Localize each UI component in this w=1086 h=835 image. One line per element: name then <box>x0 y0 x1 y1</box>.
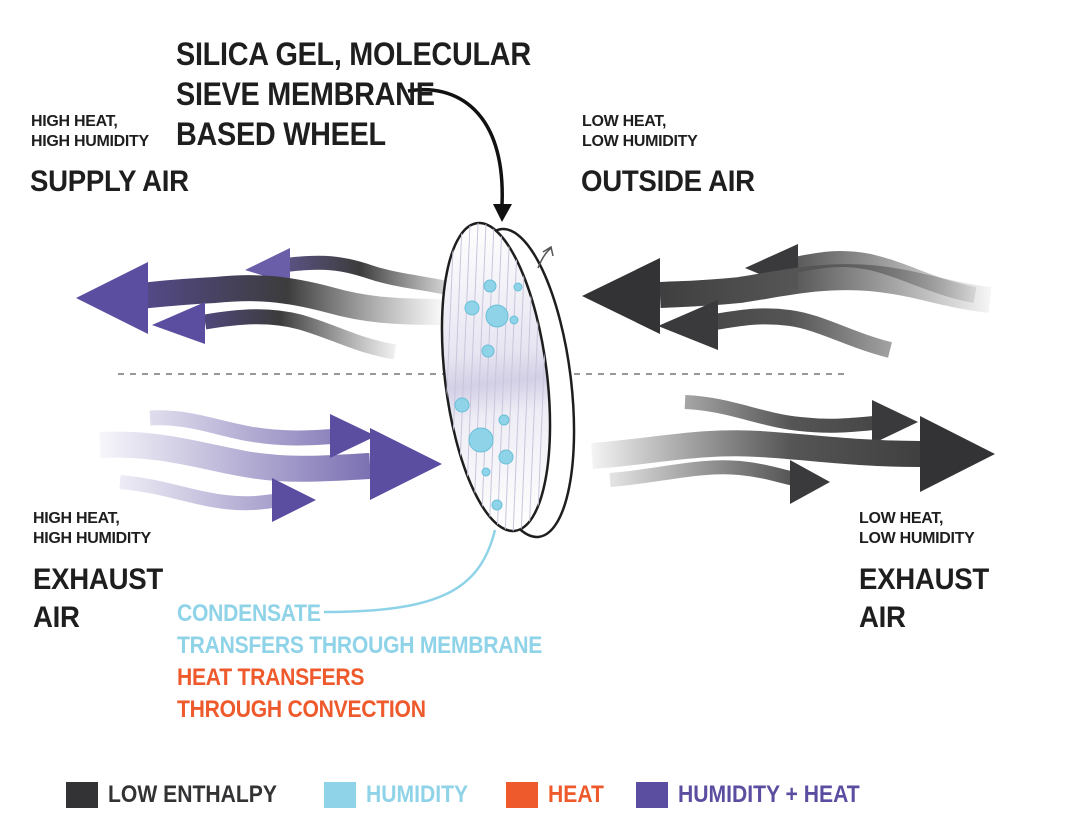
legend: LOW ENTHALPY HUMIDITY HEAT HUMIDITY + HE… <box>66 779 908 811</box>
heat-transfer-text: HEAT TRANSFERS <box>177 664 365 691</box>
exhaust-out-arrow-upper-head <box>872 400 918 444</box>
supply-arrow-main-head <box>76 262 148 334</box>
outside-desc-line: LOW HEAT, <box>582 113 667 130</box>
exhaust-out-arrow-upper <box>684 395 886 433</box>
droplet <box>498 414 510 426</box>
exhaust-in-arrow-upper <box>149 410 341 446</box>
legend-label: HUMIDITY <box>366 781 469 808</box>
legend-label: HEAT <box>548 781 604 808</box>
exhaust-right-desc-line: LOW HUMIDITY <box>859 530 975 547</box>
outside-arrow-main-head <box>582 258 660 334</box>
supply-arrow-lower-head <box>152 302 205 344</box>
exhaust-left-label: EXHAUST AIR <box>33 561 163 637</box>
wheel-title-line: SILICA GEL, MOLECULAR <box>176 36 531 72</box>
droplet <box>498 449 514 465</box>
humidity-droplets <box>454 279 523 511</box>
condensate-pointer-line <box>323 529 497 614</box>
droplet <box>468 427 494 453</box>
legend-item-humidity-heat: HUMIDITY + HEAT <box>635 781 884 809</box>
legend-swatch <box>635 782 668 808</box>
outside-desc-line: LOW HUMIDITY <box>582 133 698 150</box>
exhaust-out-arrow-lower <box>609 460 802 487</box>
supply-air-description: HIGH HEAT, HIGH HUMIDITY <box>31 112 149 152</box>
supply-desc-line: HIGH HUMIDITY <box>31 133 149 150</box>
exhaust-out-arrow-lower-head <box>790 460 830 504</box>
rotation-arrow-head <box>542 245 554 257</box>
wheel-title: SILICA GEL, MOLECULAR SIEVE MEMBRANE BAS… <box>176 34 531 154</box>
droplet <box>509 315 519 325</box>
exhaust-right-label-line: AIR <box>859 601 906 634</box>
exhaust-out-arrow-main-head <box>920 416 995 492</box>
desiccant-wheel <box>439 216 576 539</box>
supply-arrow-lower <box>203 309 397 360</box>
condensate-text: CONDENSATE <box>177 600 321 627</box>
legend-swatch <box>66 782 98 808</box>
legend-label: LOW ENTHALPY <box>108 781 277 808</box>
exhaust-left-desc-line: HIGH HEAT, <box>33 510 120 527</box>
exhaust-in-arrow-lower <box>119 475 281 511</box>
exhaust-right-label-line: EXHAUST <box>859 563 989 596</box>
exhaust-right-desc-line: LOW HEAT, <box>859 510 944 527</box>
title-pointer-arrowhead <box>493 204 512 222</box>
exhaust-left-label-line: AIR <box>33 601 80 634</box>
transfer-callout: CONDENSATE TRANSFERS THROUGH MEMBRANE HE… <box>177 598 542 726</box>
supply-desc-line: HIGH HEAT, <box>31 113 118 130</box>
supply-arrow-upper <box>284 255 467 299</box>
condensate-text: TRANSFERS THROUGH MEMBRANE <box>177 632 543 659</box>
supply-arrow-upper-head <box>245 248 290 284</box>
wheel-title-line: BASED WHEEL <box>176 116 386 152</box>
exhaust-left-label-line: EXHAUST <box>33 563 163 596</box>
legend-swatch <box>324 782 356 808</box>
exhaust-in-arrows <box>99 410 442 522</box>
wheel-title-line: SIEVE MEMBRANE <box>176 76 435 112</box>
supply-air-arrows <box>76 248 467 360</box>
legend-label: HUMIDITY + HEAT <box>677 781 860 808</box>
outside-air-label: OUTSIDE AIR <box>581 165 755 198</box>
droplet <box>481 344 495 358</box>
exhaust-right-description: LOW HEAT, LOW HUMIDITY <box>859 509 975 549</box>
supply-arrow-main <box>138 275 446 325</box>
rotation-arrow <box>537 247 552 269</box>
legend-item-humidity: HUMIDITY <box>324 781 482 809</box>
exhaust-in-arrow-main-head <box>370 428 442 500</box>
droplet <box>454 397 470 413</box>
exhaust-in-arrow-main <box>99 431 371 482</box>
exhaust-right-label: EXHAUST AIR <box>859 561 989 637</box>
exhaust-in-arrow-upper-head <box>330 414 376 458</box>
exhaust-left-description: HIGH HEAT, HIGH HUMIDITY <box>33 509 151 549</box>
outside-arrow-main <box>659 264 992 313</box>
droplet <box>464 300 480 316</box>
outside-air-description: LOW HEAT, LOW HUMIDITY <box>582 112 698 152</box>
legend-item-heat: HEAT <box>506 781 612 809</box>
supply-air-label: SUPPLY AIR <box>30 165 189 198</box>
droplet <box>483 279 497 293</box>
exhaust-out-arrows <box>591 395 995 504</box>
droplet <box>513 282 523 292</box>
outside-arrow-lower <box>713 308 892 358</box>
outside-air-arrows <box>582 244 992 358</box>
heat-transfer-text: THROUGH CONVECTION <box>177 696 426 723</box>
droplet <box>485 304 509 328</box>
title-pointer-arrow <box>407 87 504 206</box>
droplet <box>491 499 503 511</box>
exhaust-in-arrow-lower-head <box>272 478 316 522</box>
droplet <box>481 467 491 477</box>
exhaust-left-desc-line: HIGH HUMIDITY <box>33 530 151 547</box>
exhaust-out-arrow-main <box>591 430 921 469</box>
legend-item-low-enthalpy: LOW ENTHALPY <box>66 781 300 809</box>
legend-swatch <box>506 782 538 808</box>
outside-arrow-lower-head <box>658 300 718 350</box>
